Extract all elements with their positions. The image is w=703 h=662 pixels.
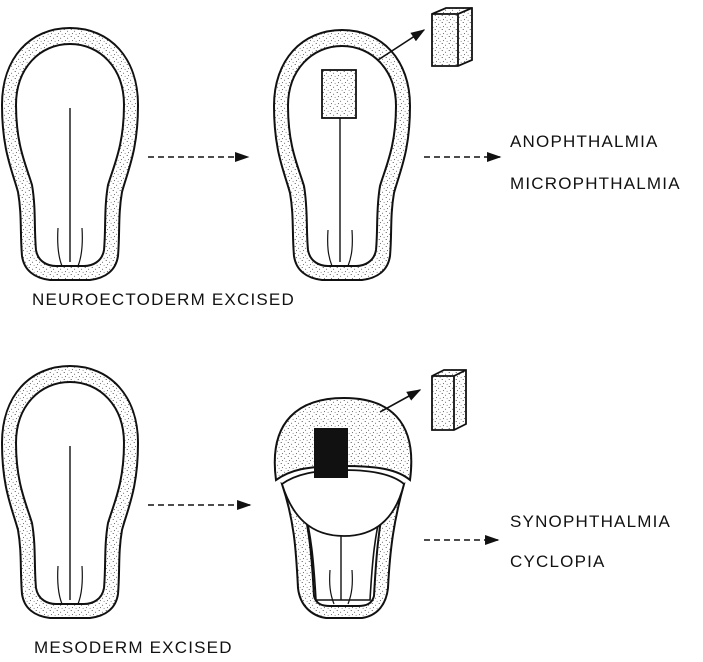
caption-neuroectoderm-excised: NEUROECTODERM EXCISED [32,290,295,310]
outcome-microphthalmia: MICROPHTHALMIA [510,174,681,194]
operated-embryo-neuroectoderm [274,30,410,280]
intact-embryo-2 [2,366,138,618]
intact-embryo-1 [2,28,138,280]
removed-neuroectoderm-block [432,8,472,66]
outcome-cyclopia: CYCLOPIA [510,552,606,572]
operated-embryo-mesoderm [275,398,412,618]
outcome-anophthalmia: ANOPHTHALMIA [510,132,659,152]
removed-mesoderm-block [432,370,466,430]
excised-region [322,70,356,118]
outcome-synophthalmia: SYNOPHTHALMIA [510,512,671,532]
caption-mesoderm-excised: MESODERM EXCISED [34,638,233,658]
curved-arrow-2 [380,390,420,412]
excised-mesoderm-region [314,428,348,478]
